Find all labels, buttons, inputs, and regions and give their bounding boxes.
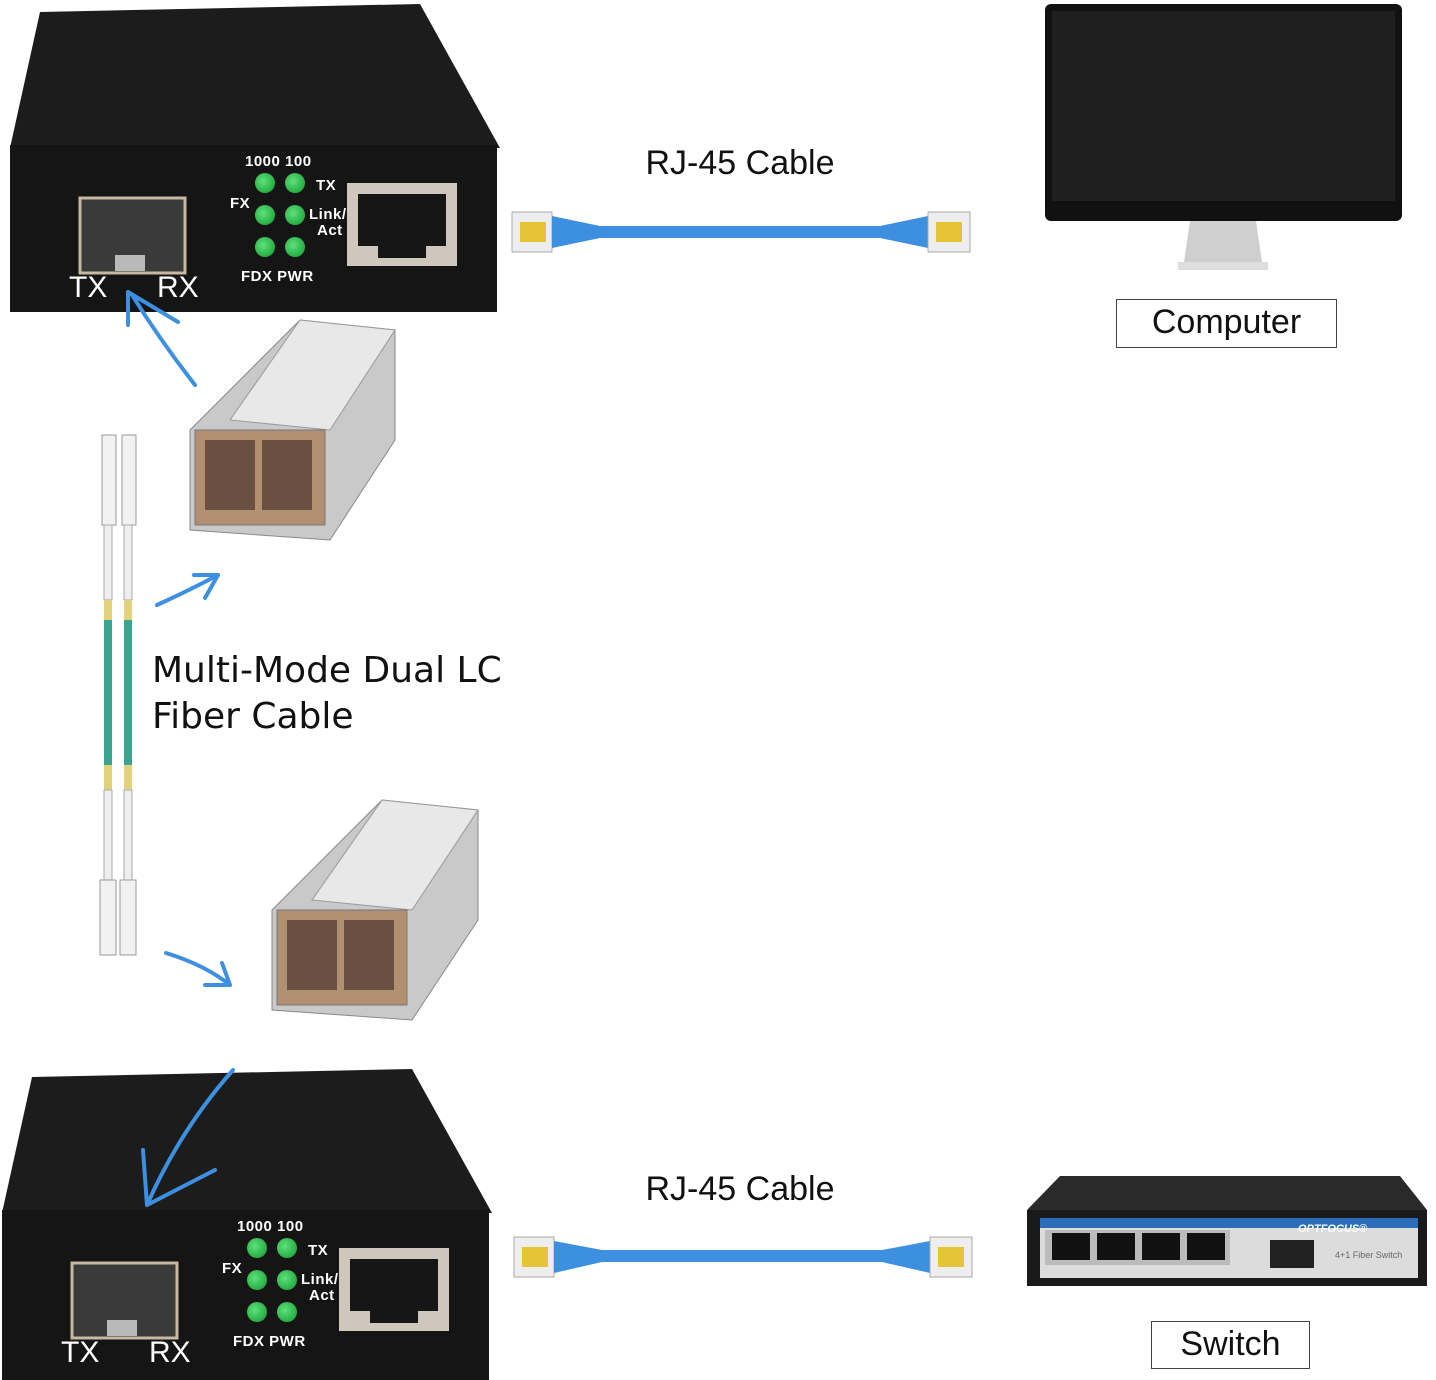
led-100 bbox=[277, 1238, 297, 1258]
speed-label: 1000 100 bbox=[237, 1218, 304, 1235]
speed-label: 1000 100 bbox=[245, 153, 312, 170]
tx-led-label: TX bbox=[316, 177, 337, 194]
rj45-cable-bottom bbox=[513, 1236, 973, 1278]
fx-label: FX bbox=[230, 195, 251, 212]
fiber-cable bbox=[99, 434, 137, 956]
media-converter-bottom: 1000 100 TX FX Link/ Act FDX PWR TX RX bbox=[0, 1065, 492, 1380]
port-rx-label: RX bbox=[157, 271, 199, 304]
led-link bbox=[285, 205, 305, 225]
arrow-icon bbox=[164, 951, 232, 987]
switch-model: 4+1 Fiber Switch bbox=[1335, 1250, 1402, 1260]
arrow-icon bbox=[141, 1068, 235, 1207]
led-fx bbox=[255, 205, 275, 225]
tx-led-label: TX bbox=[308, 1242, 329, 1259]
media-converter-top: 1000 100 TX FX Link/ Act FDX PWR TX RX bbox=[0, 0, 500, 315]
fiber-cable-label: Multi-Mode Dual LC Fiber Cable bbox=[152, 648, 502, 740]
rj45-cable-top bbox=[511, 211, 971, 253]
switch-label: Switch bbox=[1151, 1321, 1310, 1369]
led-1000 bbox=[255, 173, 275, 193]
led-100 bbox=[285, 173, 305, 193]
act-label: Act bbox=[309, 1287, 335, 1304]
rj45-cable-label-bottom: RJ-45 Cable bbox=[645, 1170, 835, 1208]
port-tx-label: TX bbox=[61, 1336, 100, 1369]
led-1000 bbox=[247, 1238, 267, 1258]
converter-body bbox=[10, 4, 500, 312]
link-label: Link/ bbox=[301, 1271, 339, 1288]
switch-brand: OPTFOCUS® bbox=[1298, 1223, 1368, 1235]
arrow-icon bbox=[155, 573, 220, 607]
computer-label: Computer bbox=[1116, 299, 1337, 348]
converter-body bbox=[2, 1069, 492, 1380]
switch-device: OPTFOCUS® 4+1 Fiber Switch bbox=[1027, 1176, 1427, 1286]
fdx-pwr-label: FDX PWR bbox=[241, 268, 314, 285]
led-link bbox=[277, 1270, 297, 1290]
link-label: Link/ bbox=[309, 206, 347, 223]
rj45-cable-label-top: RJ-45 Cable bbox=[645, 144, 835, 182]
led-fdx bbox=[255, 237, 275, 257]
arrow-icon bbox=[126, 290, 197, 387]
fiber-label-line1: Multi-Mode Dual LC bbox=[152, 650, 502, 691]
fx-label: FX bbox=[222, 1260, 243, 1277]
sfp-module-top bbox=[189, 319, 396, 541]
led-pwr bbox=[277, 1302, 297, 1322]
act-label: Act bbox=[317, 222, 343, 239]
sfp-module-bottom bbox=[271, 799, 479, 1021]
fiber-label-line2: Fiber Cable bbox=[152, 696, 354, 737]
monitor-icon bbox=[1045, 4, 1402, 270]
led-fx bbox=[247, 1270, 267, 1290]
led-pwr bbox=[285, 237, 305, 257]
port-tx-label: TX bbox=[69, 271, 108, 304]
fdx-pwr-label: FDX PWR bbox=[233, 1333, 306, 1350]
led-fdx bbox=[247, 1302, 267, 1322]
port-rx-label: RX bbox=[149, 1336, 191, 1369]
